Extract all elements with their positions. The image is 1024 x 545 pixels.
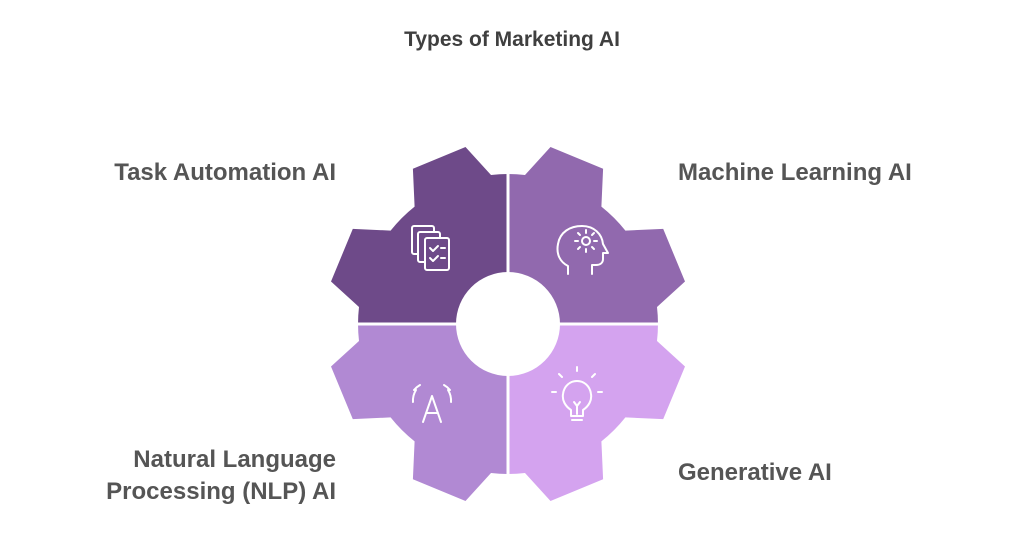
label-generative: Generative AI [678, 459, 832, 486]
segment-machine-learning [508, 147, 685, 324]
label-nlp: Natural Language Processing (NLP) AI [16, 444, 336, 508]
head-gear-icon [556, 225, 609, 275]
segment-generative [508, 324, 685, 501]
label-task-automation: Task Automation AI [114, 159, 336, 186]
lightbulb-icon [551, 366, 603, 421]
label-nlp-line-1: Natural Language [133, 446, 336, 473]
label-machine-learning: Machine Learning AI [678, 159, 912, 186]
segment-nlp [331, 324, 508, 501]
documents-checklist-icon [411, 225, 450, 271]
diagram-title: Types of Marketing AI [404, 28, 620, 51]
letter-a-signal-icon [411, 384, 453, 423]
label-nlp-line-2: Processing (NLP) AI [106, 478, 336, 505]
